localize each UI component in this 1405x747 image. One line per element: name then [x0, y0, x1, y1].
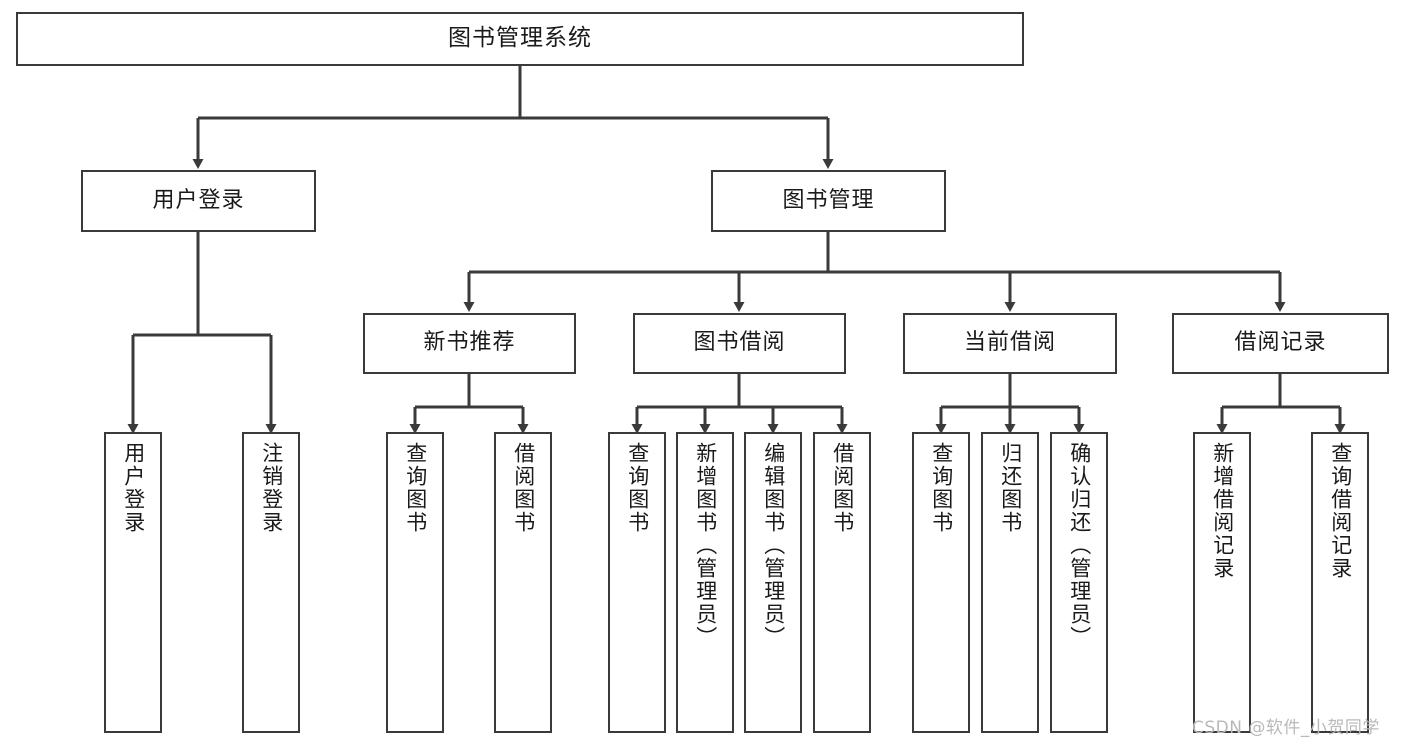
- node-current-borrow[interactable]: 当前借阅: [903, 313, 1117, 374]
- leaf-label: 查询图书: [403, 442, 428, 534]
- leaf-label: 新增图书（管理员）: [693, 442, 718, 649]
- node-borrow-record[interactable]: 借阅记录: [1172, 313, 1389, 374]
- leaf-label: 借阅图书: [511, 442, 536, 534]
- node-leaf-user-login[interactable]: 用户登录: [104, 432, 162, 733]
- node-leaf-query-book-borrow[interactable]: 查询图书: [608, 432, 666, 733]
- leaf-label: 归还图书: [998, 442, 1023, 534]
- leaf-label: 查询图书: [929, 442, 954, 534]
- node-leaf-confirm-return-admin[interactable]: 确认归还（管理员）: [1050, 432, 1108, 733]
- leaf-label: 注销登录: [259, 442, 284, 534]
- csdn-watermark: CSDN @软件_小贺同学: [1192, 718, 1380, 738]
- leaf-label: 查询借阅记录: [1328, 442, 1353, 580]
- node-leaf-add-book-admin[interactable]: 新增图书（管理员）: [676, 432, 734, 733]
- node-leaf-query-book-recommend[interactable]: 查询图书: [386, 432, 444, 733]
- node-new-book-recommend[interactable]: 新书推荐: [363, 313, 576, 374]
- leaf-label: 确认归还（管理员）: [1067, 442, 1092, 649]
- node-leaf-borrow-book[interactable]: 借阅图书: [813, 432, 871, 733]
- node-leaf-return-book[interactable]: 归还图书: [981, 432, 1039, 733]
- node-book-borrow[interactable]: 图书借阅: [633, 313, 846, 374]
- node-leaf-query-book-current[interactable]: 查询图书: [912, 432, 970, 733]
- node-leaf-edit-book-admin[interactable]: 编辑图书（管理员）: [744, 432, 802, 733]
- leaf-label: 编辑图书（管理员）: [761, 442, 786, 649]
- node-root-system[interactable]: 图书管理系统: [16, 12, 1024, 66]
- node-leaf-borrow-book-recommend[interactable]: 借阅图书: [494, 432, 552, 733]
- node-leaf-add-borrow-record[interactable]: 新增借阅记录: [1193, 432, 1251, 733]
- node-leaf-user-logout[interactable]: 注销登录: [242, 432, 300, 733]
- leaf-label: 新增借阅记录: [1210, 442, 1235, 580]
- node-leaf-query-borrow-record[interactable]: 查询借阅记录: [1311, 432, 1369, 733]
- leaf-label: 用户登录: [121, 442, 146, 534]
- leaf-label: 查询图书: [625, 442, 650, 534]
- leaf-label: 借阅图书: [830, 442, 855, 534]
- node-book-manage[interactable]: 图书管理: [711, 170, 946, 232]
- node-user-login[interactable]: 用户登录: [81, 170, 316, 232]
